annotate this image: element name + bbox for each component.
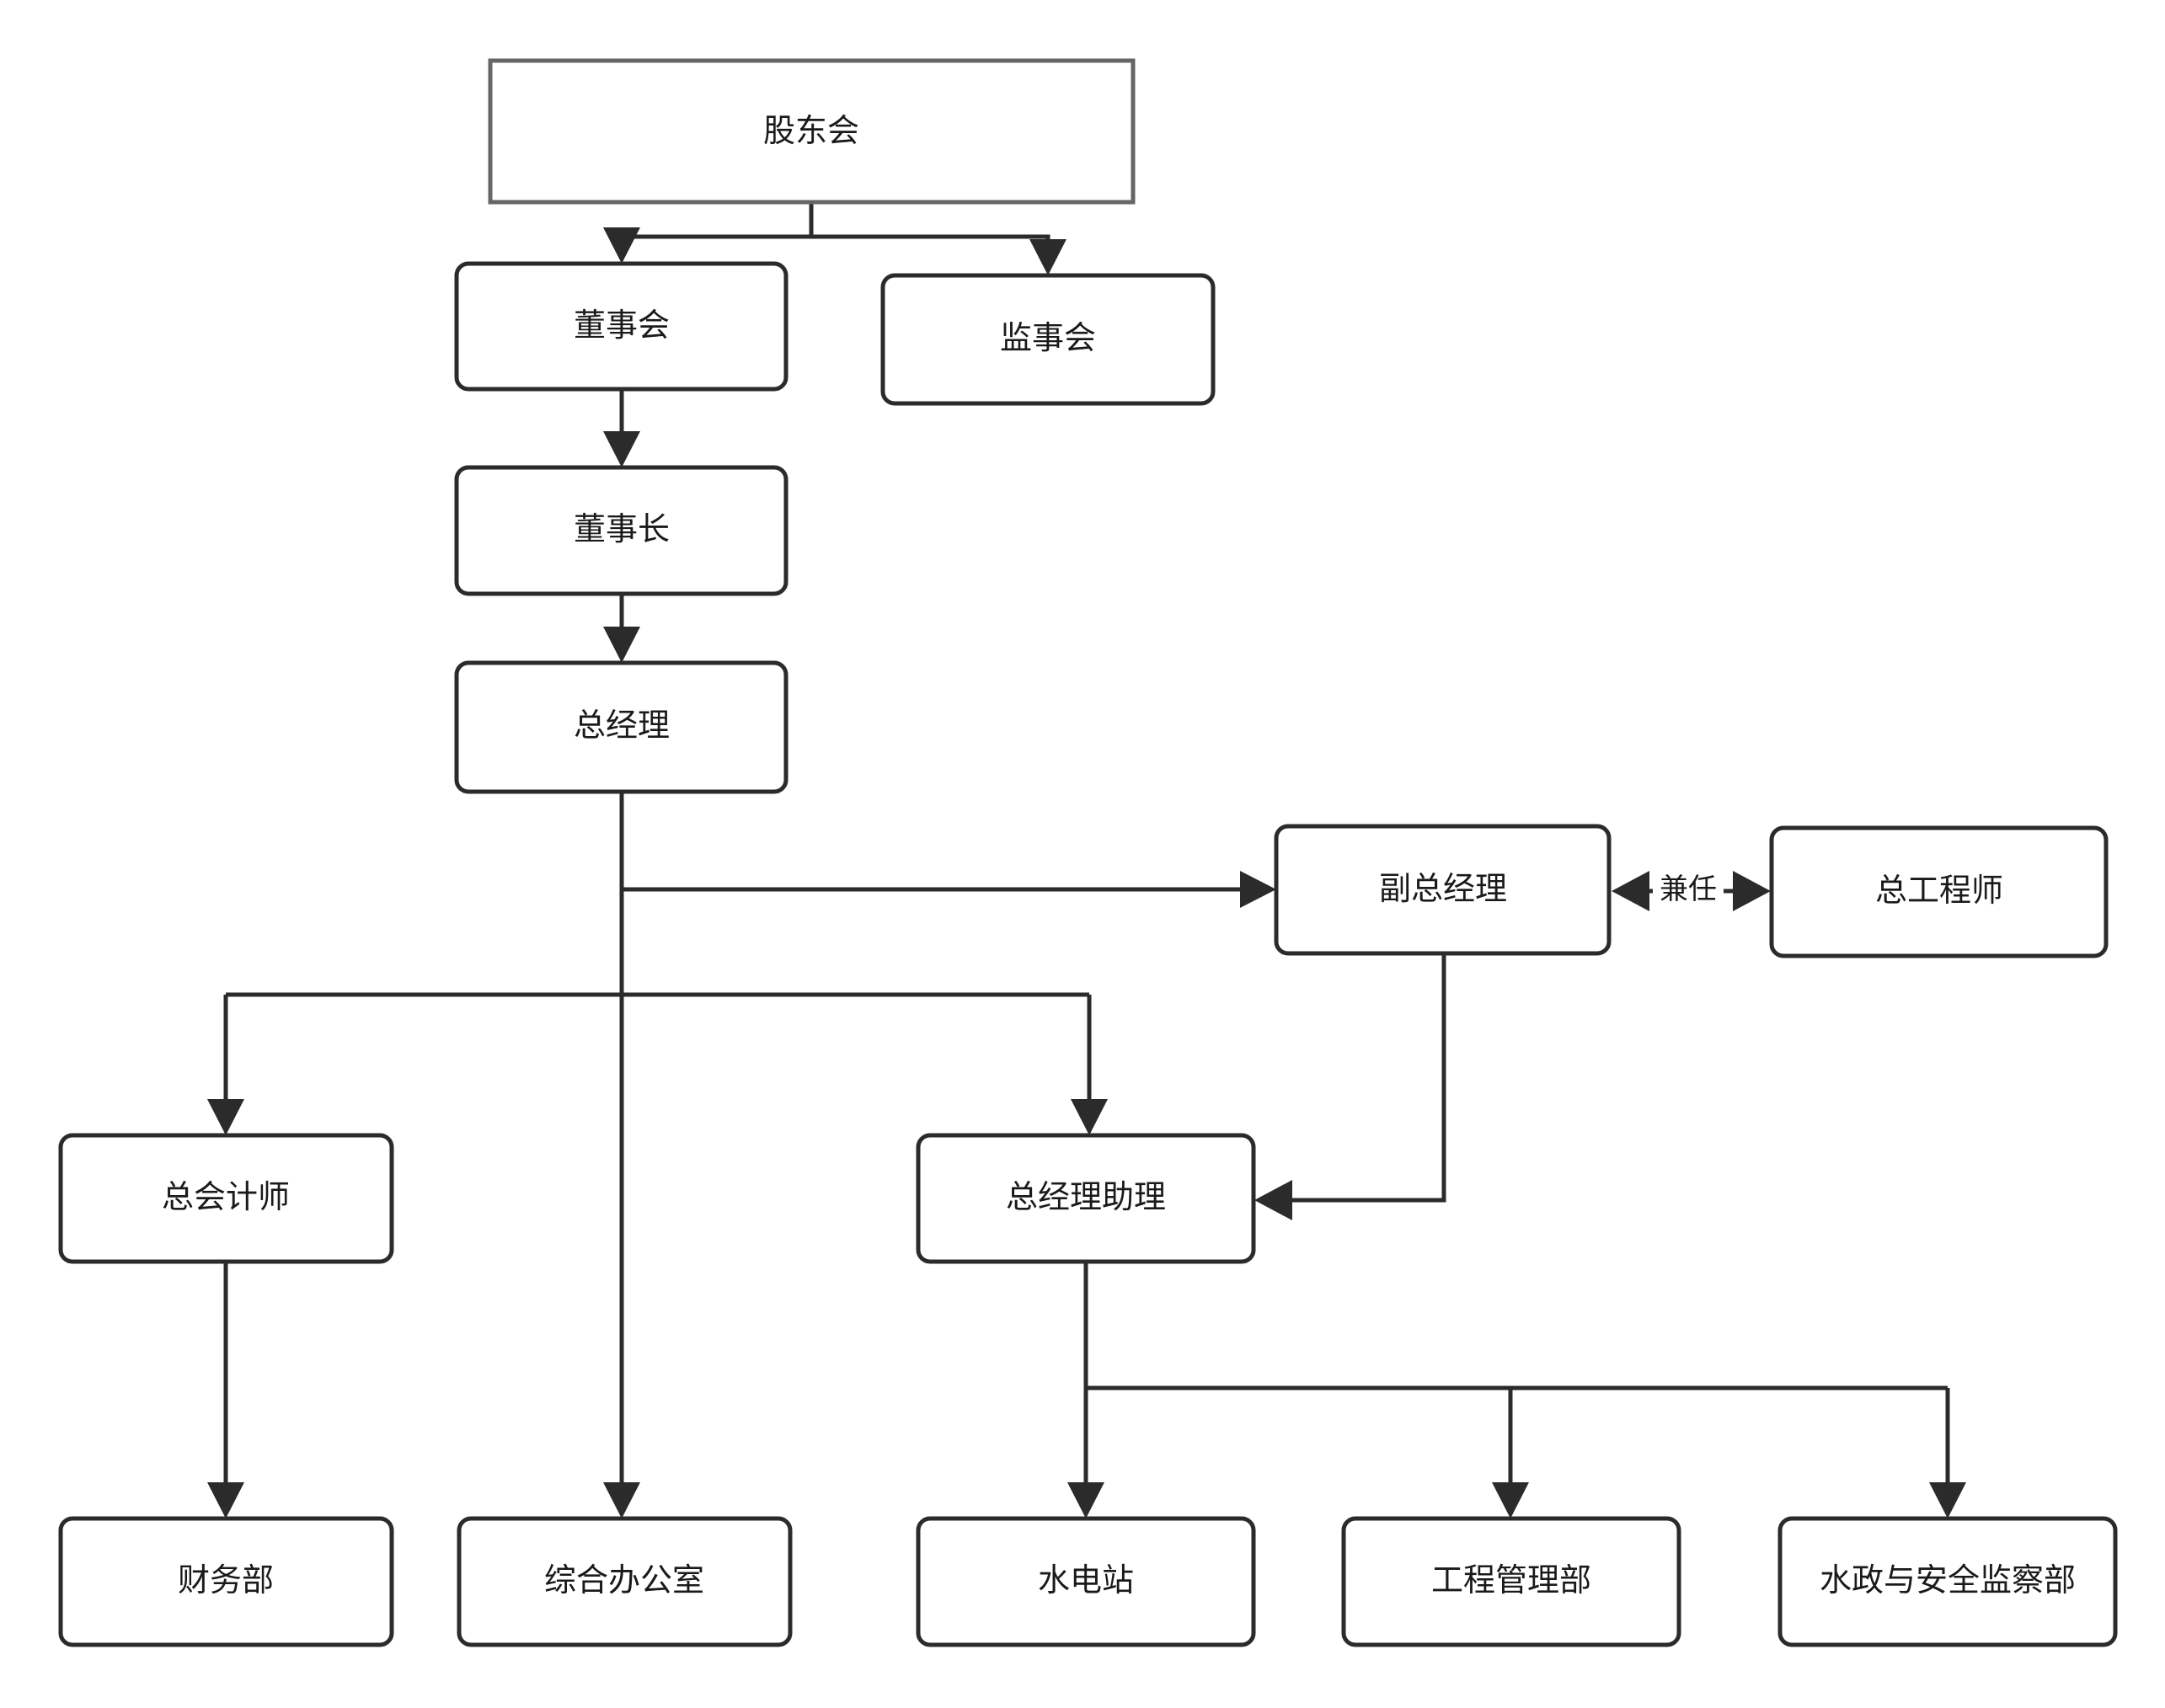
node-supervisors-label: 监事会 (1000, 321, 1096, 356)
node-water-safety[interactable]: 水政与安全监察部 (1777, 1516, 2118, 1647)
node-general-manager[interactable]: 总经理 (454, 660, 788, 794)
arrowhead-down-chairman (603, 431, 640, 467)
node-chief-engineer-box[interactable] (1769, 825, 2109, 958)
node-chief-engineer[interactable]: 总工程师 (1769, 825, 2109, 958)
node-finance-dept-box[interactable] (58, 1516, 394, 1647)
edge-label-concurrent-role: 兼任 (1660, 873, 1717, 905)
node-finance-dept[interactable]: 财务部 (58, 1516, 394, 1647)
edge-deputy-gm-to-gm-assistant (1254, 953, 1446, 1220)
connector-layer (207, 202, 1966, 1519)
edge-gm-to-accountant-and-assistant (207, 992, 1108, 1135)
arrowhead-down-supervisors (1029, 239, 1066, 275)
edge-gm-to-general-office (603, 792, 640, 1519)
node-water-safety-box[interactable] (1777, 1516, 2118, 1647)
node-hydropower-label: 水电站 (1038, 1563, 1134, 1599)
node-hydropower[interactable]: 水电站 (916, 1516, 1256, 1647)
arrowhead-right-chief-engineer (1733, 871, 1771, 911)
arrowhead-right-deputy-gm (1240, 871, 1276, 908)
node-chief-engineer-label: 总工程师 (1875, 873, 2003, 909)
arrowhead-down-board (603, 227, 640, 264)
node-eng-management-box[interactable] (1341, 1516, 1681, 1647)
node-chief-accountant[interactable]: 总会计师 (58, 1133, 394, 1264)
node-shareholders-box[interactable] (488, 58, 1136, 205)
node-board-box[interactable] (454, 261, 788, 392)
node-gm-assistant-label: 总经理助理 (1006, 1180, 1166, 1215)
node-chairman-label: 董事长 (574, 512, 670, 547)
edge-gm-assistant-to-departments (1067, 1262, 1966, 1519)
node-shareholders[interactable]: 股东会 (488, 58, 1136, 205)
arrowhead-down-finance-dept (207, 1482, 244, 1519)
arrowhead-down-general-office (603, 1482, 640, 1519)
node-hydropower-box[interactable] (916, 1516, 1256, 1647)
edge-shareholders-to-board-and-supervisors (603, 202, 1066, 275)
node-eng-management[interactable]: 工程管理部 (1341, 1516, 1681, 1647)
node-water-safety-label: 水政与安全监察部 (1820, 1563, 2076, 1599)
node-chief-accountant-label: 总会计师 (162, 1180, 290, 1215)
node-deputy-gm[interactable]: 副总经理 (1274, 824, 1612, 956)
node-deputy-gm-label: 副总经理 (1379, 872, 1507, 907)
arrowhead-left-deputy-gm (1612, 871, 1649, 911)
node-eng-management-label: 工程管理部 (1431, 1563, 1591, 1599)
arrowhead-down-hydropower (1067, 1482, 1104, 1519)
node-general-office-label: 综合办公室 (544, 1563, 704, 1599)
node-gm-assistant[interactable]: 总经理助理 (916, 1133, 1256, 1264)
node-general-office[interactable]: 综合办公室 (457, 1516, 793, 1647)
node-board-label: 董事会 (574, 308, 670, 344)
node-board[interactable]: 董事会 (454, 261, 788, 392)
arrowhead-down-water-safety (1929, 1482, 1966, 1519)
arrowhead-left-gm-assistant (1254, 1180, 1292, 1220)
arrowhead-down-chief-accountant (207, 1099, 244, 1135)
edge-chairman-to-gm (603, 594, 640, 663)
node-general-manager-box[interactable] (454, 660, 788, 794)
arrowhead-down-eng-management (1492, 1482, 1529, 1519)
node-general-manager-label: 总经理 (574, 708, 670, 744)
node-supervisors[interactable]: 监事会 (880, 273, 1216, 406)
edge-board-to-chairman (603, 389, 640, 467)
node-finance-dept-label: 财务部 (178, 1563, 274, 1599)
node-general-office-box[interactable] (457, 1516, 793, 1647)
node-gm-assistant-box[interactable] (916, 1133, 1256, 1264)
arrowhead-down-gm-assistant (1071, 1099, 1108, 1135)
node-chairman-box[interactable] (454, 465, 788, 596)
edge-deputy-gm-to-chief-engineer (1612, 871, 1771, 911)
edge-gm-to-deputy-gm (622, 871, 1276, 908)
node-shareholders-label: 股东会 (763, 114, 859, 149)
edge-label-layer: 兼任 (1660, 873, 1717, 905)
node-deputy-gm-box[interactable] (1274, 824, 1612, 956)
node-chief-accountant-box[interactable] (58, 1133, 394, 1264)
arrowhead-down-gm (603, 627, 640, 663)
node-chairman[interactable]: 董事长 (454, 465, 788, 596)
node-supervisors-box[interactable] (880, 273, 1216, 406)
node-layer: 股东会 董事会 监事会 董事长 总经理 副总经理 (58, 58, 2118, 1647)
edge-chief-accountant-to-finance (207, 1262, 244, 1519)
